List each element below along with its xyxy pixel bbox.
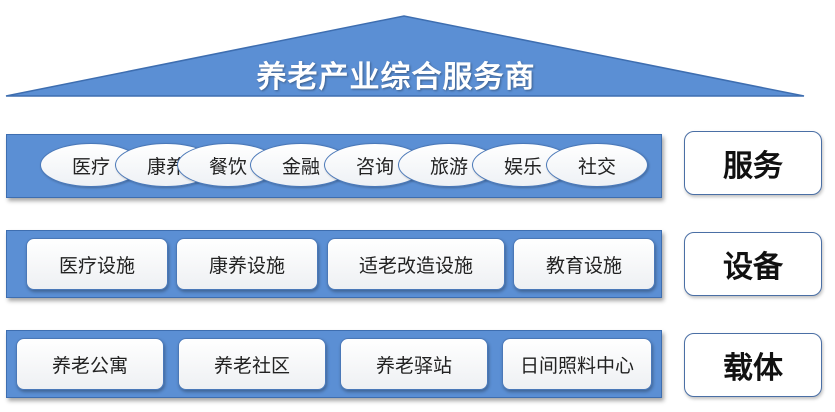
facility-item-aging-retrofit: 适老改造设施: [327, 238, 505, 290]
facility-item-education: 教育设施: [513, 238, 655, 290]
carrier-item-community: 养老社区: [178, 338, 326, 390]
side-label-carrier: 载体: [684, 333, 822, 397]
side-label-service: 服务: [684, 131, 822, 195]
carrier-item-station: 养老驿站: [340, 338, 488, 390]
carrier-item-apartment: 养老公寓: [16, 338, 164, 390]
diagram-title: 养老产业综合服务商: [256, 60, 536, 95]
service-item-social: 社交: [546, 143, 648, 187]
roof-triangle: [5, 15, 805, 97]
side-label-facility: 设备: [684, 232, 822, 296]
carrier-item-day-care: 日间照料中心: [502, 338, 652, 390]
facility-item-medical: 医疗设施: [26, 238, 168, 290]
facility-item-wellness: 康养设施: [176, 238, 318, 290]
